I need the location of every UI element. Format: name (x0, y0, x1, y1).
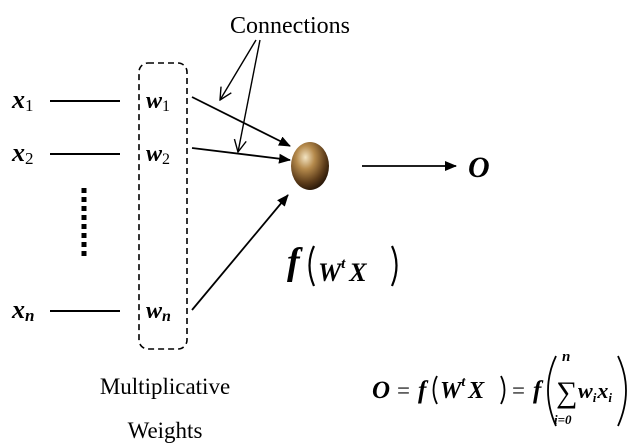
svg-text:x2: x2 (11, 138, 34, 168)
svg-text:i=0: i=0 (554, 412, 572, 427)
arrow-w2-to-neuron (191, 147, 291, 164)
arrow-wn-to-neuron (191, 194, 289, 311)
weights-box (138, 62, 188, 350)
neuron-node (291, 142, 329, 190)
svg-text:n: n (562, 349, 570, 365)
svg-text:wixi: wixi (578, 378, 612, 405)
svg-text:w2: w2 (146, 141, 170, 168)
arrow-w1-to-neuron (191, 96, 291, 147)
svg-text:wn: wn (146, 298, 171, 325)
svg-text:=: = (512, 378, 525, 403)
input-x1: x1 (11, 85, 34, 115)
svg-text:x1: x1 (11, 85, 34, 115)
svg-text:xn: xn (11, 295, 34, 325)
input-x2: x2 (11, 138, 34, 168)
output-symbol: O (468, 151, 490, 184)
weight-w2: w2 (146, 141, 170, 168)
svg-text:w1: w1 (146, 88, 170, 115)
activation-left-paren (308, 245, 316, 287)
svg-text:f: f (287, 241, 303, 283)
weight-wn: wn (146, 298, 171, 325)
svg-text:=: = (397, 378, 410, 403)
svg-text:f: f (533, 377, 544, 404)
svg-text:∑: ∑ (556, 376, 577, 409)
connections-label: Connections (230, 13, 350, 39)
svg-text:WtX: WtX (318, 256, 367, 287)
connection-pointer-2 (238, 39, 261, 152)
svg-text:WtX: WtX (440, 375, 485, 404)
input-xn: xn (11, 295, 34, 325)
svg-text:O: O (372, 377, 390, 404)
weights-caption-line1: Multiplicative (100, 374, 230, 399)
weight-w1: w1 (146, 88, 170, 115)
svg-text:f: f (418, 377, 429, 404)
weights-caption-line2: Weights (128, 418, 203, 443)
connection-pointer-1 (220, 39, 257, 100)
activation-right-paren (390, 245, 398, 287)
